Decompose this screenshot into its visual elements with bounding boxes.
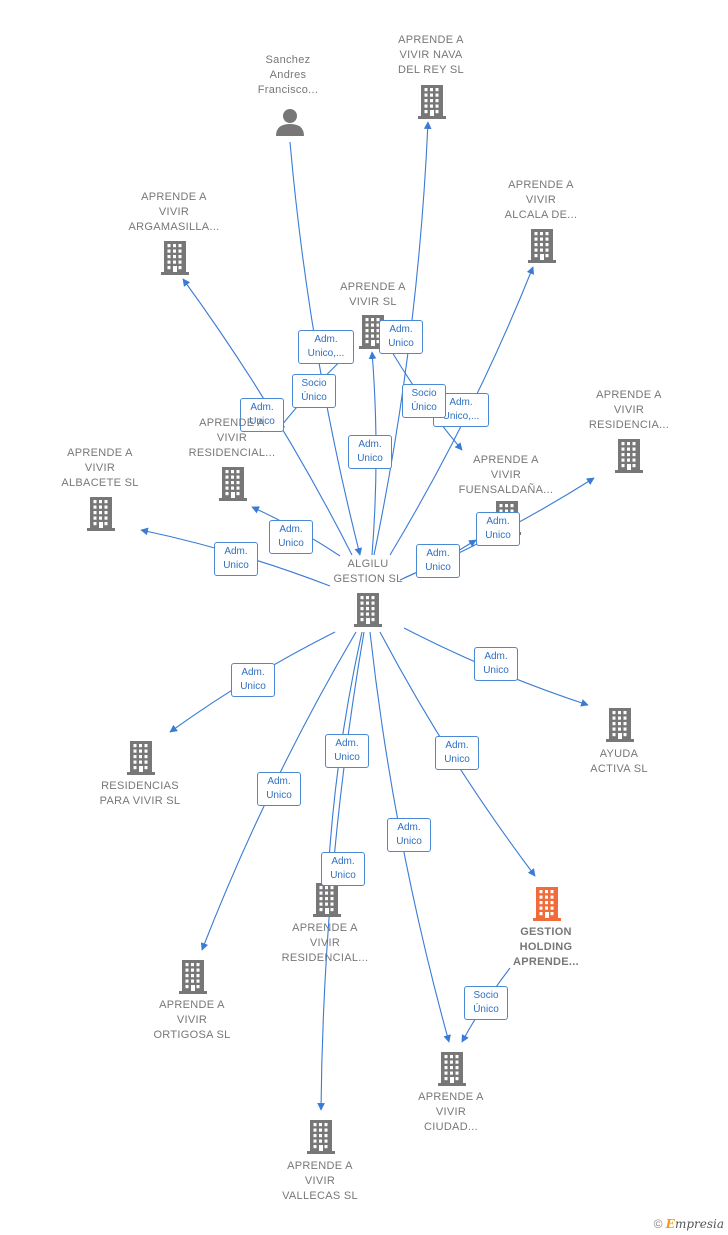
edge-label-center-ortigosa[interactable]: Adm. Unico xyxy=(257,772,301,806)
person-icon-sanchez[interactable] xyxy=(276,109,304,136)
node-label-residencia1[interactable]: APRENDE A VIVIR RESIDENCIA... xyxy=(588,389,670,431)
node-label-ayuda[interactable]: AYUDA ACTIVA SL xyxy=(590,748,648,775)
edge-label-center-nava[interactable]: Adm. Unico xyxy=(379,320,423,354)
edge-label-center-vivirsl[interactable]: Adm. Unico xyxy=(348,435,392,469)
node-label-alcala[interactable]: APRENDE A VIVIR ALCALA DE... xyxy=(504,179,578,221)
building-icon-residencias[interactable] xyxy=(127,741,155,775)
node-label-center[interactable]: ALGILU GESTION SL xyxy=(333,558,403,585)
edge-label-center-gestion[interactable]: Adm. Unico xyxy=(435,736,479,770)
node-label-argamasilla[interactable]: APRENDE A VIVIR ARGAMASILLA... xyxy=(128,191,220,233)
edge-label-center-argamasilla[interactable]: Adm. Unico xyxy=(240,398,284,432)
edge-label-center-residencia1[interactable]: Adm. Unico xyxy=(476,512,520,546)
node-label-residencial1[interactable]: APRENDE A VIVIR RESIDENCIAL... xyxy=(188,417,276,459)
building-icon-argamasilla[interactable] xyxy=(161,241,189,275)
building-icon-center[interactable] xyxy=(354,593,382,627)
node-label-ciudad[interactable]: APRENDE A VIVIR CIUDAD... xyxy=(418,1091,484,1133)
node-label-vallecas[interactable]: APRENDE A VIVIR VALLECAS SL xyxy=(282,1160,358,1202)
node-label-residencias[interactable]: RESIDENCIAS PARA VIVIR SL xyxy=(99,780,181,807)
node-label-nava[interactable]: APRENDE A VIVIR NAVA DEL REY SL xyxy=(398,34,464,76)
edge-label-gestion-ciudad[interactable]: Socio Único xyxy=(464,986,508,1020)
edge-label-vivirsl-residencial1[interactable]: Socio Único xyxy=(292,374,336,408)
node-label-vivirsl[interactable]: APRENDE A VIVIR SL xyxy=(340,281,406,308)
building-icon-gestion[interactable] xyxy=(533,887,561,921)
edge-label-center-residencial1[interactable]: Adm. Unico xyxy=(269,520,313,554)
building-icon-vivirsl[interactable] xyxy=(359,315,387,349)
building-icon-alcala[interactable] xyxy=(528,229,556,263)
edge-label-center-ciudad[interactable]: Adm. Unico xyxy=(387,818,431,852)
building-icon-residencial1[interactable] xyxy=(219,467,247,501)
building-icon-ayuda[interactable] xyxy=(606,708,634,742)
icons-layer xyxy=(87,85,643,1154)
building-icon-residencial2[interactable] xyxy=(313,883,341,917)
node-label-sanchez[interactable]: Sanchez Andres Francisco... xyxy=(257,54,319,96)
edge-label-center-residencial2[interactable]: Adm. Unico xyxy=(325,734,369,768)
node-label-fuensaldana[interactable]: APRENDE A VIVIR FUENSALDAÑA... xyxy=(458,454,554,496)
building-icon-vallecas[interactable] xyxy=(307,1120,335,1154)
edge-label-center-ayuda[interactable]: Adm. Unico xyxy=(474,647,518,681)
footer: © Empresia xyxy=(654,1217,724,1231)
edge-label-center-residencias[interactable]: Adm. Unico xyxy=(231,663,275,697)
edge-label-vivirsl-fuensaldana[interactable]: Socio Único xyxy=(402,384,446,418)
edge-label-center-vallecas[interactable]: Adm. Unico xyxy=(321,852,365,886)
building-icon-ciudad[interactable] xyxy=(438,1052,466,1086)
node-label-residencial2[interactable]: APRENDE A VIVIR RESIDENCIAL... xyxy=(281,922,369,964)
edge-label-sanchez-center[interactable]: Adm. Unico,... xyxy=(298,330,354,364)
node-label-gestion[interactable]: GESTION HOLDING APRENDE... xyxy=(513,926,579,968)
building-icon-ortigosa[interactable] xyxy=(179,960,207,994)
building-icon-albacete[interactable] xyxy=(87,497,115,531)
copyright-symbol: © xyxy=(653,1217,663,1231)
node-label-albacete[interactable]: APRENDE A VIVIR ALBACETE SL xyxy=(61,447,139,489)
node-label-ortigosa[interactable]: APRENDE A VIVIR ORTIGOSA SL xyxy=(153,999,231,1041)
building-icon-nava[interactable] xyxy=(418,85,446,119)
edge-label-center-albacete[interactable]: Adm. Unico xyxy=(214,542,258,576)
edge-label-center-fuensaldana[interactable]: Adm. Unico xyxy=(416,544,460,578)
building-icon-residencia1[interactable] xyxy=(615,439,643,473)
brand-logo[interactable]: Empresia xyxy=(665,1217,724,1231)
